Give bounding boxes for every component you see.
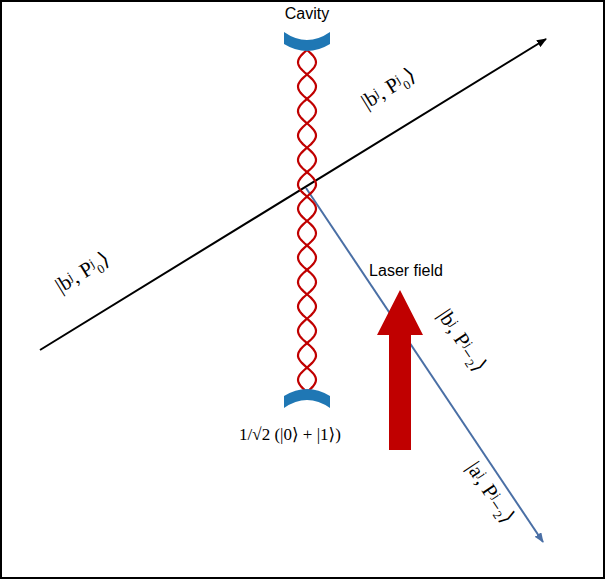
atom-path bbox=[40, 39, 546, 350]
state-label: |bʲ, Pʲ₀⟩ bbox=[357, 63, 419, 113]
wave-strand bbox=[298, 50, 316, 392]
laser-label: Laser field bbox=[369, 262, 443, 280]
state-label: |bʲ, Pʲ₀⟩ bbox=[51, 247, 113, 297]
cavity-mirror bbox=[284, 32, 330, 51]
cavity-state-label: 1/√2 (|0⟩ + |1⟩) bbox=[239, 426, 341, 445]
standing-wave bbox=[298, 50, 316, 392]
cavity-label: Cavity bbox=[285, 5, 329, 23]
laser-arrow bbox=[377, 290, 423, 450]
wave-strand bbox=[298, 50, 316, 392]
cavity-mirror bbox=[284, 389, 330, 408]
deflected-path bbox=[306, 188, 543, 542]
state-label: |bʲ, Pʲ₋₂⟩ bbox=[433, 305, 491, 376]
